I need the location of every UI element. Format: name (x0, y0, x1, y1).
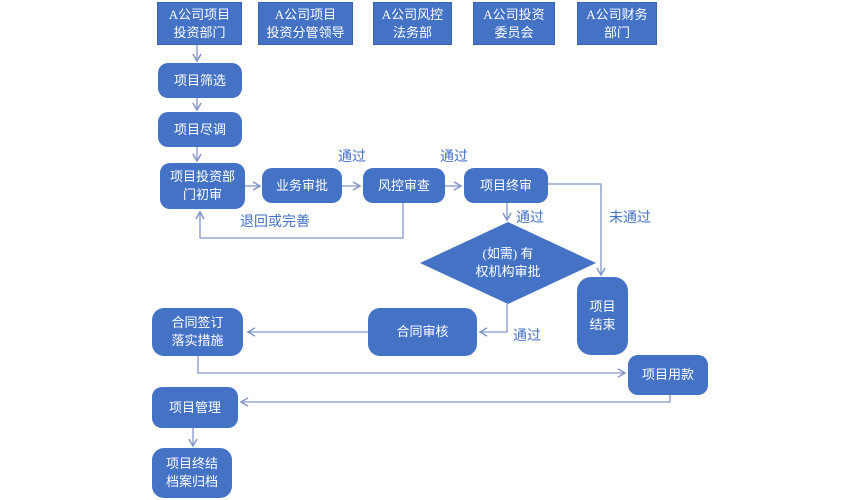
node-label: 项目筛选 (173, 72, 226, 88)
org-box-investment-dept: A公司项目 投资部门 (157, 2, 242, 45)
org-box-risk-legal-dept: A公司风控 法务部 (373, 2, 452, 45)
org-box-investment-leader: A公司项目 投资分管领导 (258, 2, 353, 45)
node-business-approval: 业务审批 (262, 168, 342, 203)
org-label: A公司项目 投资分管领导 (266, 6, 345, 40)
node-project-end: 项目 结束 (577, 277, 628, 355)
node-label: 风控审查 (377, 177, 430, 193)
org-label: A公司投资 委员会 (483, 6, 545, 40)
node-risk-review: 风控审查 (363, 168, 445, 203)
node-label: 项目尽调 (173, 121, 226, 137)
node-label: 项目用款 (641, 367, 694, 383)
node-project-management: 项目管理 (152, 387, 238, 428)
node-label: 合同签订 落实措施 (171, 315, 224, 348)
node-project-funding: 项目用款 (628, 355, 708, 395)
node-label: 项目 结束 (589, 299, 616, 332)
node-label: 合同审核 (396, 324, 449, 340)
node-label: 项目管理 (168, 399, 221, 415)
edge-label-rework: 退回或完善 (240, 215, 310, 230)
edge-label-pass-3: 通过 (516, 211, 544, 226)
org-box-finance-dept: A公司财务 部门 (577, 2, 657, 45)
node-label: 业务审批 (275, 177, 328, 193)
edge-label-pass-4: 通过 (513, 329, 541, 344)
org-box-investment-committee: A公司投资 委员会 (473, 2, 555, 45)
node-authority-approval-decision: (如需) 有 权机构审批 (420, 222, 596, 304)
node-initial-review: 项目投资部 门初审 (160, 163, 245, 209)
node-label: (如需) 有 权机构审批 (475, 245, 541, 279)
edge-label-fail: 未通过 (609, 211, 651, 226)
node-label: 项目投资部 门初审 (169, 169, 235, 202)
org-label: A公司项目 投资部门 (168, 6, 231, 40)
org-label: A公司财务 部门 (586, 6, 648, 40)
node-label: 项目终审 (479, 177, 532, 193)
edge-label-pass-2: 通过 (440, 150, 468, 165)
org-label: A公司风控 法务部 (381, 6, 444, 40)
node-final-review: 项目终审 (464, 168, 548, 203)
node-contract-review: 合同审核 (368, 308, 477, 356)
node-label: 项目终结 档案归档 (165, 456, 218, 489)
edge-signing-to-funding (197, 356, 627, 378)
edge-label-pass-1: 通过 (338, 150, 366, 165)
node-due-diligence: 项目尽调 (158, 112, 242, 147)
node-contract-signing: 合同签订 落实措施 (152, 308, 243, 356)
edge-authority-to-contractreview (478, 304, 508, 337)
node-project-screening: 项目筛选 (158, 63, 242, 98)
node-project-closure: 项目终结 档案归档 (152, 448, 232, 498)
edge-funding-to-management (239, 395, 671, 407)
